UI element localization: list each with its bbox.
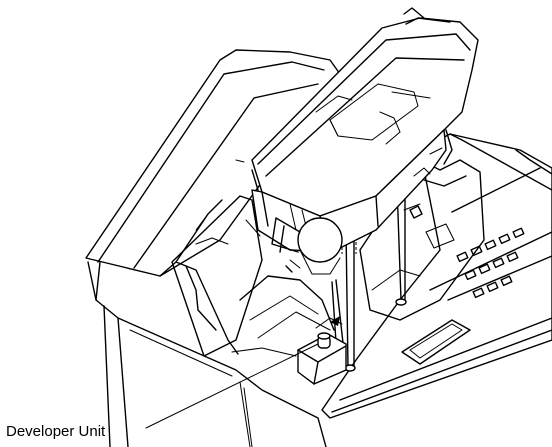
callout-leaders — [145, 343, 319, 447]
left-side-cover — [85, 49, 341, 277]
toner-roller — [297, 217, 343, 263]
toner-container — [251, 7, 479, 275]
lcd-display-outline — [401, 319, 471, 365]
guide-pin-left — [345, 229, 349, 369]
printer-body — [87, 261, 327, 447]
inner-cavity — [171, 195, 340, 357]
developer-unit-callout-label: Developer Unit — [6, 423, 106, 440]
developer-unit-part — [297, 317, 347, 385]
